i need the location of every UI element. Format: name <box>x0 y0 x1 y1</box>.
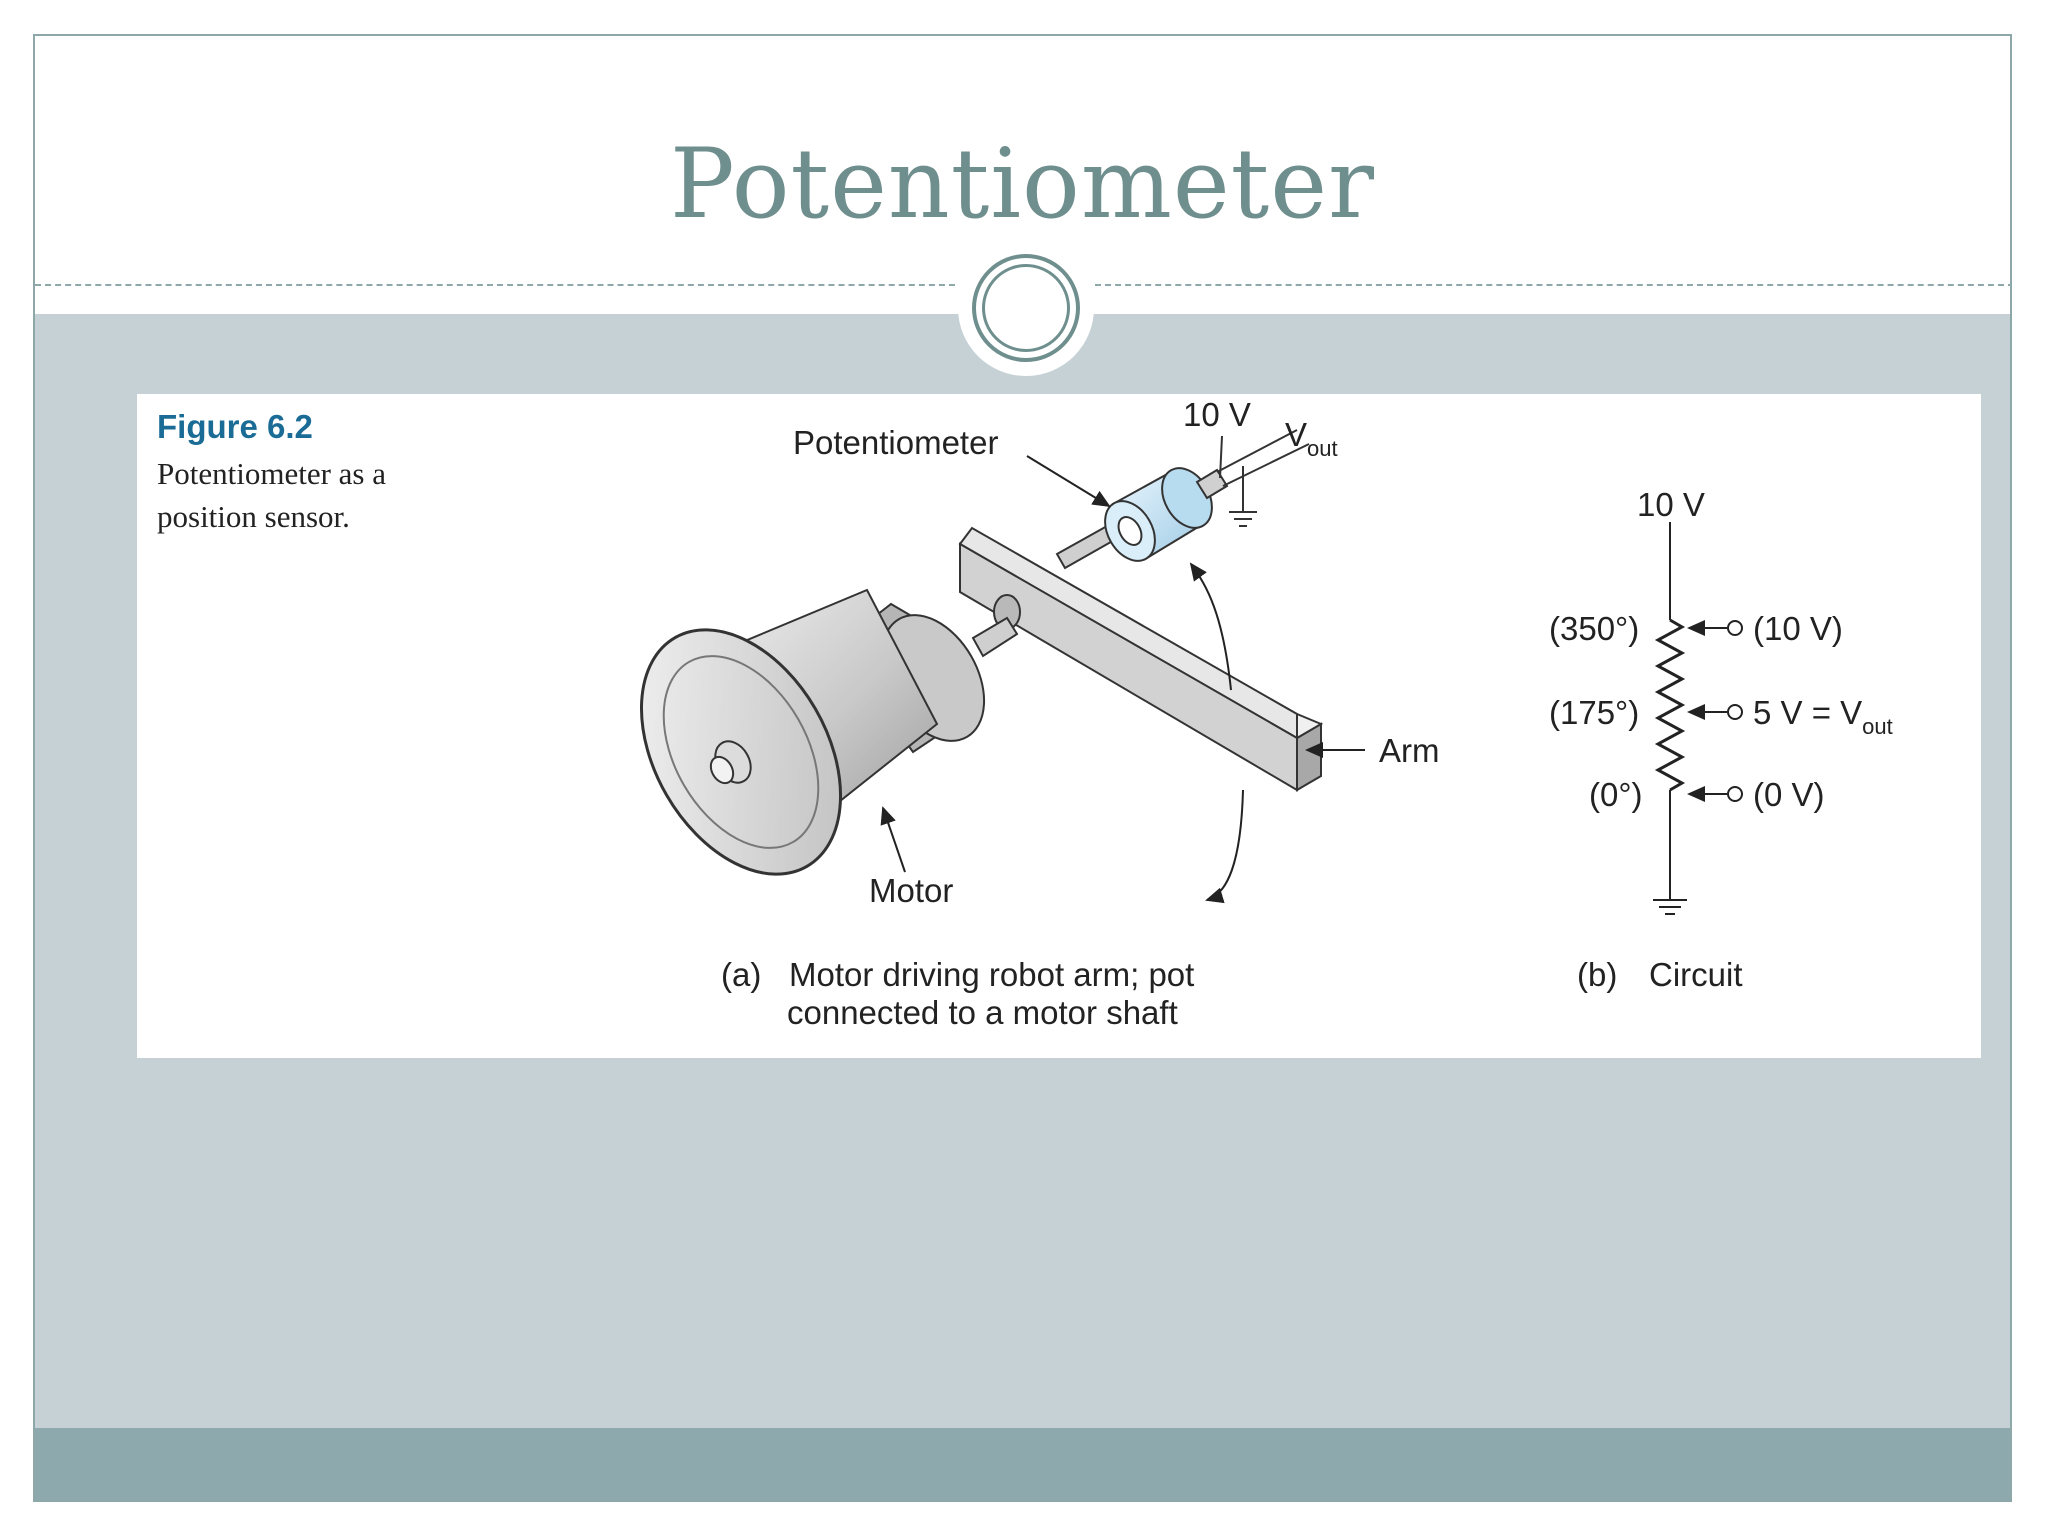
part-b-caption: Circuit <box>1649 956 1743 993</box>
title-divider-right <box>1095 284 2010 286</box>
part-b-circuit: 10 V (350°) (175°) (0°) (10 V) 5 V = Vou… <box>1549 486 1893 993</box>
motor-leader <box>880 806 906 873</box>
arm-bar <box>958 526 1324 792</box>
angle-mid-label: (175°) <box>1549 694 1639 731</box>
slide-frame: Potentiometer Figure 6.2 Potentiometer a… <box>33 34 2012 1502</box>
slide-title: Potentiometer <box>670 128 1375 240</box>
motor-label: Motor <box>869 872 953 909</box>
supply-10v-label: 10 V <box>1183 396 1251 433</box>
footer-band <box>35 1428 2010 1500</box>
potentiometer-leader <box>1026 455 1111 508</box>
part-a-illustration: Potentiometer 10 V Vout Arm Motor (a) Mo… <box>639 396 1440 1031</box>
ground-icon <box>1229 466 1257 527</box>
arm-label: Arm <box>1379 732 1440 769</box>
part-a-caption-line1: Motor driving robot arm; pot <box>789 956 1194 993</box>
resistor-icon <box>1654 618 1686 792</box>
part-a-caption-line2: connected to a motor shaft <box>787 994 1178 1031</box>
rotation-arrow-up <box>1189 562 1232 691</box>
tap-bottom <box>1687 786 1743 802</box>
voltage-mid-label: 5 V = Vout <box>1753 694 1893 739</box>
rotation-arrow-down <box>1205 789 1244 904</box>
angle-bottom-label: (0°) <box>1589 776 1643 813</box>
figure-number: Figure 6.2 <box>157 408 313 445</box>
figure-caption: Potentiometer as a position sensor. <box>157 456 386 534</box>
tap-top <box>1687 620 1743 636</box>
motor <box>639 588 1019 876</box>
circuit-ground-icon <box>1653 899 1687 915</box>
part-b-prefix: (b) <box>1577 956 1617 993</box>
title-divider-left <box>35 284 955 286</box>
vout-label: Vout <box>1285 416 1338 461</box>
part-a-prefix: (a) <box>721 956 761 993</box>
tap-middle <box>1687 704 1743 720</box>
potentiometer-body <box>1104 429 1310 562</box>
angle-top-label: (350°) <box>1549 610 1639 647</box>
figure-panel: Figure 6.2 Potentiometer as a position s… <box>137 394 1981 1058</box>
potentiometer-diagram: Potentiometer 10 V Vout Arm Motor (a) Mo… <box>639 396 1893 1031</box>
title-badge-icon <box>958 240 1094 376</box>
circuit-supply-label: 10 V <box>1637 486 1705 523</box>
voltage-bottom-label: (0 V) <box>1753 776 1825 813</box>
potentiometer-label: Potentiometer <box>793 424 998 461</box>
voltage-top-label: (10 V) <box>1753 610 1843 647</box>
